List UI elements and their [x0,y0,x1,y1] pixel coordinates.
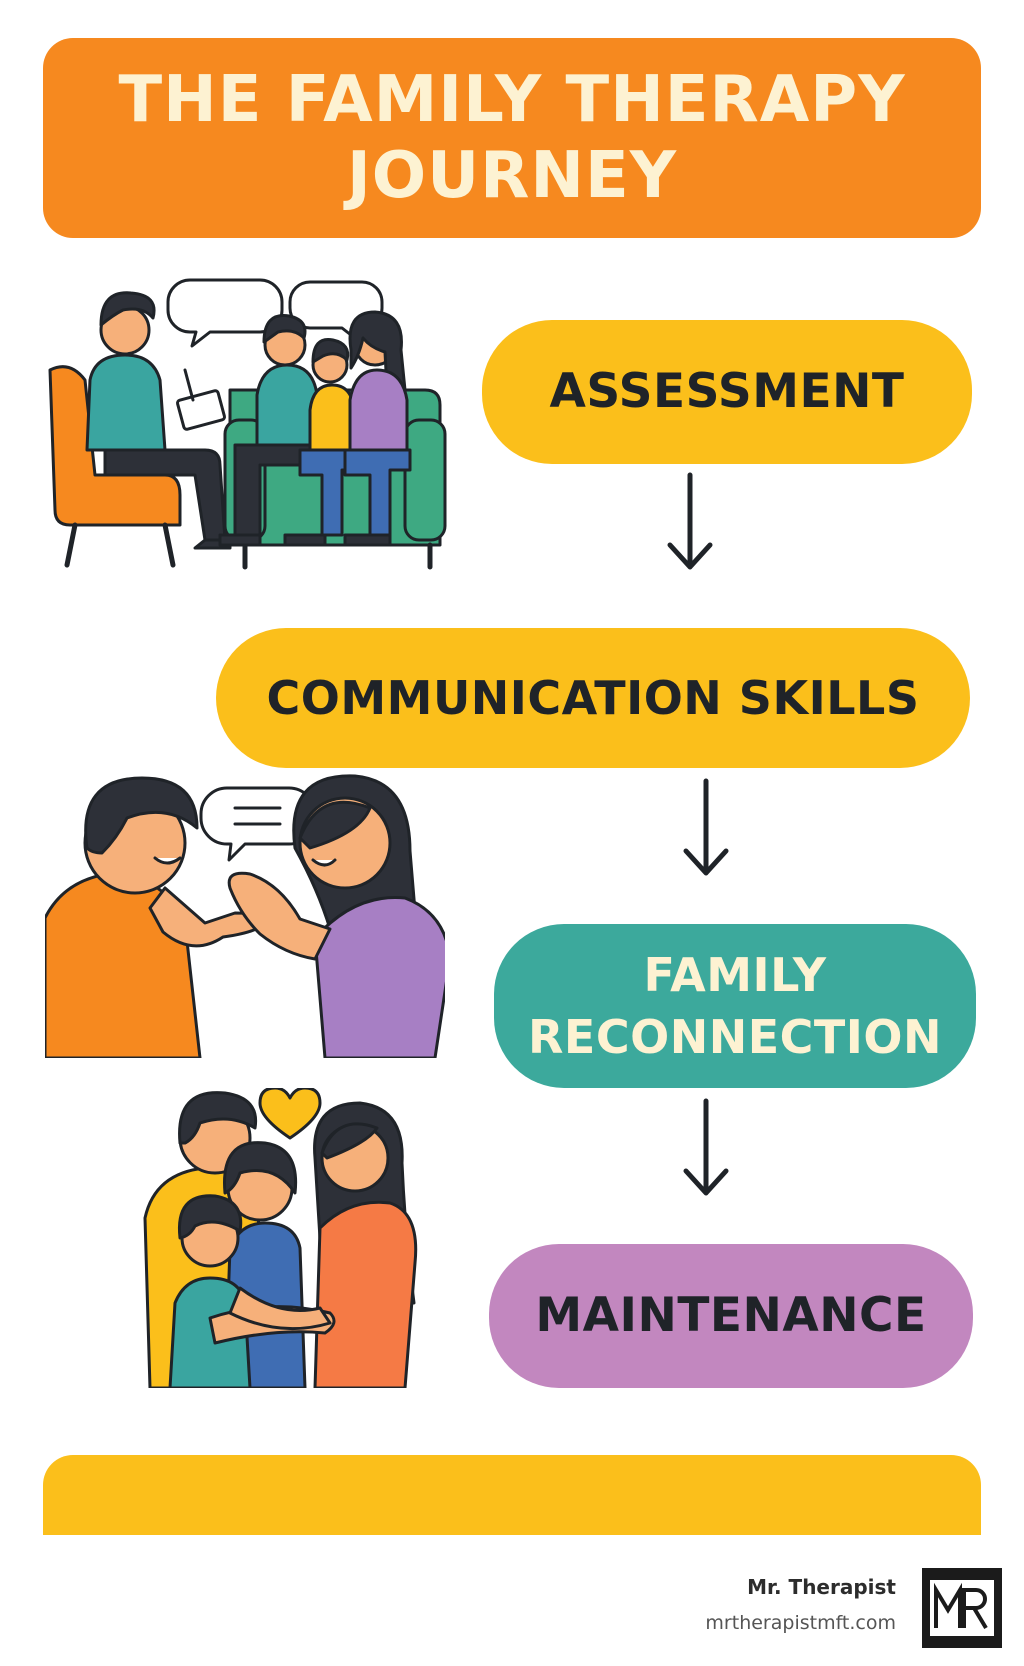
couple-talking-illustration [45,774,445,1058]
title-line-1: THE FAMILY THERAPY [118,63,906,137]
step-maintenance: MAINTENANCE [489,1244,973,1388]
logo-mark-icon [930,1580,994,1636]
arrow-down-icon [683,778,729,876]
footer-bar [43,1455,981,1535]
heart-icon [258,1088,322,1140]
arrow-down-icon [667,472,713,570]
therapy-session-illustration [48,278,447,570]
step-communication-label: COMMUNICATION SKILLS [266,671,920,725]
brand-logo [922,1568,1002,1648]
step-assessment: ASSESSMENT [482,320,972,464]
brand-name: Mr. Therapist [747,1575,896,1599]
brand-url: mrtherapistmft.com [705,1612,896,1634]
title-banner: THE FAMILY THERAPY JOURNEY [43,38,981,238]
family-hug-illustration [143,1088,418,1388]
step-assessment-label: ASSESSMENT [549,364,905,419]
step-communication-skills: COMMUNICATION SKILLS [216,628,970,768]
step-maintenance-label: MAINTENANCE [535,1288,927,1343]
step-reconnection-label-line-1: FAMILY [643,948,827,1002]
step-reconnection-label-line-2: RECONNECTION [528,1010,942,1064]
arrow-down-icon [683,1098,729,1196]
step-family-reconnection: FAMILY RECONNECTION [494,924,976,1088]
title-line-2: JOURNEY [346,139,678,213]
